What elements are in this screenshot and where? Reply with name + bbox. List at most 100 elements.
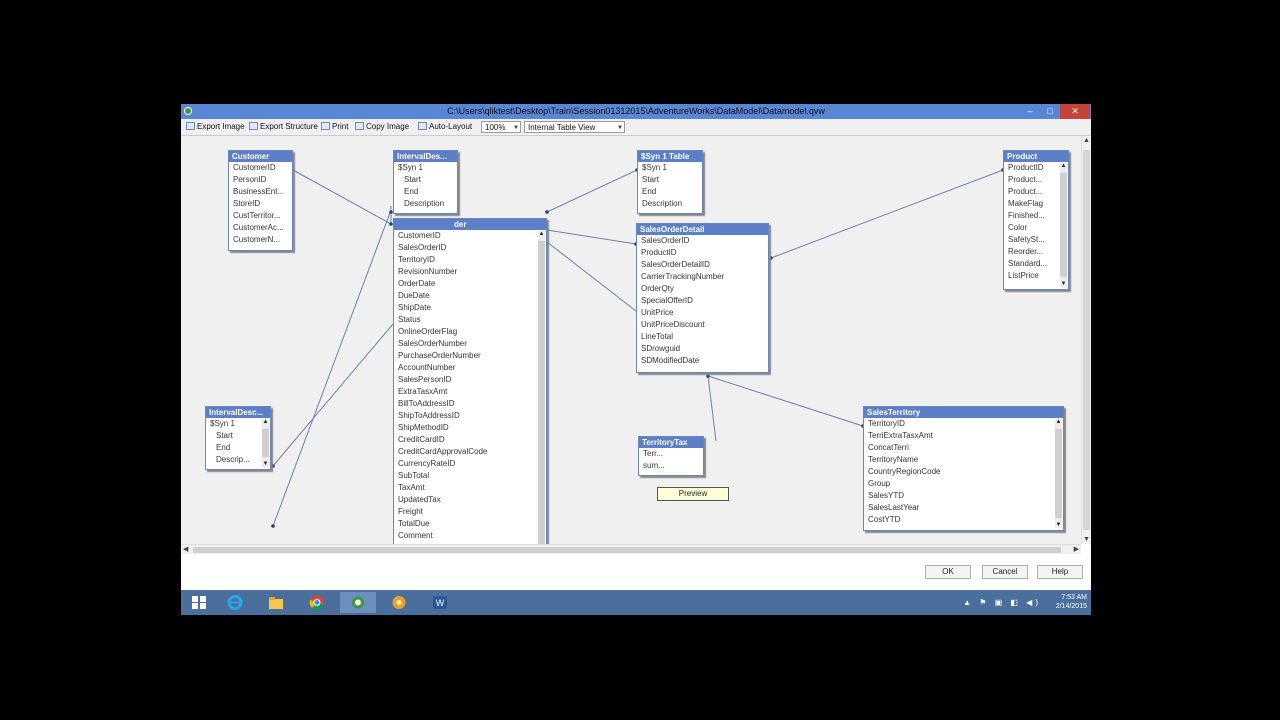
arrow-up-icon[interactable]: ▲ (1060, 163, 1067, 169)
table-field[interactable]: CarrierTrackingNumber (641, 272, 725, 281)
table-field[interactable]: ShipToAddressID (398, 411, 460, 420)
scroll-thumb[interactable] (193, 547, 1061, 553)
table-field[interactable]: UpdatedTax (398, 495, 441, 504)
close-button[interactable]: ✕ (1060, 104, 1090, 119)
arrow-up-icon[interactable]: ▲ (1055, 419, 1062, 425)
ok-button[interactable]: OK (925, 565, 971, 579)
scroll-thumb[interactable] (1083, 150, 1090, 530)
table-field[interactable]: TerriExtraTasxAmt (868, 431, 933, 440)
table-field[interactable]: OrderDate (398, 279, 436, 288)
table-field[interactable]: CurrencyRateID (398, 459, 456, 468)
view-select[interactable]: Internal Table View▼ (524, 121, 625, 133)
table-field[interactable]: sum... (643, 461, 665, 470)
taskbar-word[interactable]: W (422, 592, 458, 613)
taskbar-internet-explorer[interactable] (217, 592, 253, 613)
table-field[interactable]: SubTotal (398, 471, 430, 480)
table-field[interactable]: OnlineOrderFlag (398, 327, 458, 336)
scroll-thumb[interactable] (1060, 173, 1067, 277)
table-field[interactable]: StoreID (233, 199, 261, 208)
scroll-thumb[interactable] (262, 429, 269, 457)
table-field[interactable]: Standard... (1008, 259, 1048, 268)
table-field[interactable]: SDrowguid (641, 344, 681, 353)
table-field[interactable]: SalesOrderID (398, 243, 447, 252)
table-field[interactable]: BusinessEnt... (233, 187, 285, 196)
table-field[interactable]: ListPrice (1008, 271, 1039, 280)
table-field[interactable]: CustomerN... (233, 235, 281, 244)
system-tray-icons[interactable]: ▲ ⚑ ▣ ◧ ◀) (963, 598, 1041, 607)
table-field[interactable]: RevisionNumber (398, 267, 458, 276)
table-field[interactable]: Finished... (1008, 211, 1045, 220)
arrow-up-icon[interactable]: ▲ (538, 231, 545, 237)
table-field[interactable]: SalesYTD (868, 491, 905, 500)
scrollbar[interactable]: ▲▼ (1060, 163, 1067, 287)
table-field[interactable]: Product... (1008, 187, 1043, 196)
taskbar-file-explorer[interactable] (258, 592, 294, 613)
table-territorytax[interactable]: TerritoryTax Terr...sum... (638, 436, 704, 476)
help-button[interactable]: Help (1037, 565, 1083, 579)
table-field[interactable]: SalesOrderDetailID (641, 260, 710, 269)
table-field[interactable]: CustomerID (398, 231, 441, 240)
maximize-button[interactable]: □ (1047, 106, 1053, 116)
canvas-horizontal-scrollbar[interactable]: ◀ ▶ (181, 544, 1081, 554)
table-field[interactable]: TerritoryID (398, 255, 435, 264)
table-field[interactable]: SalesOrderNumber (398, 339, 467, 348)
scrollbar[interactable]: ▲▼ (538, 231, 545, 544)
table-field[interactable]: ShipMethodID (398, 423, 449, 432)
table-field[interactable]: End (642, 187, 657, 196)
table-field[interactable]: PurchaseOrderNumber (398, 351, 481, 360)
arrow-down-icon[interactable]: ▼ (1055, 522, 1062, 528)
table-field[interactable]: Product... (1008, 175, 1043, 184)
table-field[interactable]: ConcatTerri (868, 443, 909, 452)
table-field[interactable]: CustomerAc... (233, 223, 284, 232)
table-field[interactable]: $Syn 1 (398, 163, 423, 172)
table-field[interactable]: Start (216, 431, 233, 440)
arrow-down-icon[interactable]: ▼ (1060, 281, 1067, 287)
table-field[interactable]: CustTerritor... (233, 211, 281, 220)
table-field[interactable]: SafetySt... (1008, 235, 1045, 244)
table-field[interactable]: Color (1008, 223, 1028, 232)
taskbar-chrome[interactable] (299, 592, 335, 613)
table-field[interactable]: Start (404, 175, 421, 184)
table-field[interactable]: TerritoryID (868, 419, 905, 428)
start-button[interactable] (181, 592, 217, 613)
table-field[interactable]: SpecialOfferID (641, 296, 693, 305)
table-field[interactable]: BillToAddressID (398, 399, 455, 408)
arrow-down-icon[interactable]: ▼ (1083, 536, 1090, 543)
table-field[interactable]: TotalDue (398, 519, 430, 528)
table-field[interactable]: SalesLastYear (868, 503, 920, 512)
arrow-up-icon[interactable]: ▲ (262, 419, 269, 425)
table-field[interactable]: MakeFlag (1008, 199, 1044, 208)
table-field[interactable]: $Syn 1 (210, 419, 235, 428)
scrollbar[interactable]: ▲▼ (1055, 419, 1062, 528)
table-field[interactable]: Description (404, 199, 445, 208)
table-field[interactable]: CreditCardID (398, 435, 445, 444)
table-field[interactable]: OrderQty (641, 284, 674, 293)
table-field[interactable]: PersonID (233, 175, 267, 184)
table-field[interactable]: ProductID (1008, 163, 1044, 172)
table-field[interactable]: UnitPriceDiscount (641, 320, 705, 329)
scroll-thumb[interactable] (1055, 429, 1062, 518)
table-field[interactable]: Description (642, 199, 683, 208)
canvas-vertical-scrollbar[interactable]: ▲ ▼ (1081, 136, 1091, 544)
export-structure-button[interactable]: Export Structure (249, 121, 318, 133)
table-field[interactable]: Descrip... (216, 455, 250, 464)
table-field[interactable]: ShipDate (398, 303, 431, 312)
print-button[interactable]: Print (321, 121, 348, 133)
table-field[interactable]: DueDate (398, 291, 430, 300)
scrollbar[interactable]: ▲▼ (262, 419, 269, 467)
table-field[interactable]: Terr... (643, 449, 664, 458)
zoom-select[interactable]: 100%▼ (481, 121, 521, 133)
scroll-thumb[interactable] (538, 241, 545, 544)
table-field[interactable]: SalesPersonID (398, 375, 452, 384)
table-field[interactable]: Status (398, 315, 421, 324)
table-field[interactable]: LineTotal (641, 332, 674, 341)
table-field[interactable]: AccountNumber (398, 363, 456, 372)
table-field[interactable]: Start (642, 175, 659, 184)
